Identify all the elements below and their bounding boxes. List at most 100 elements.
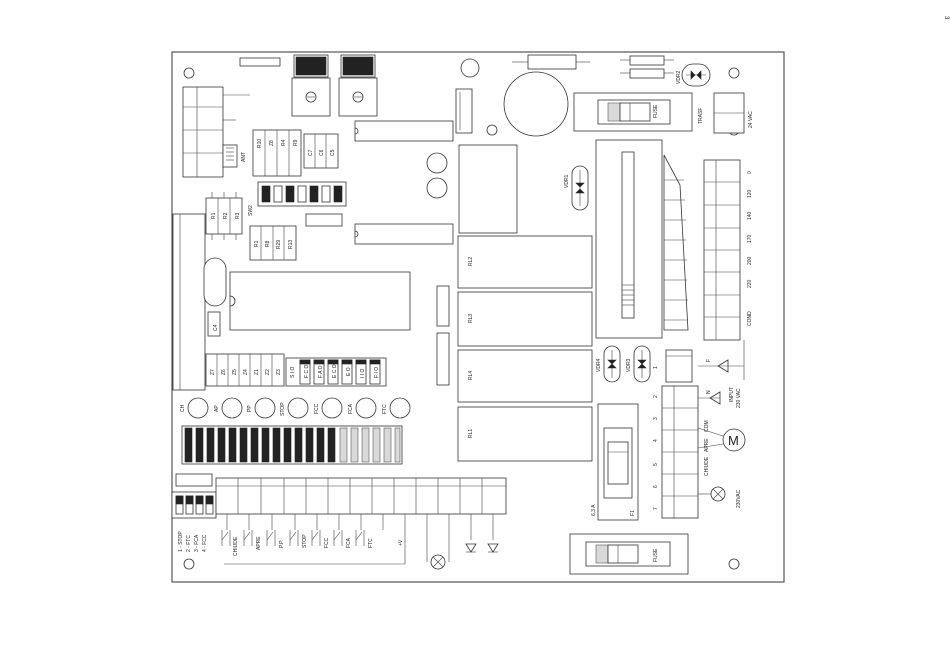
vdr3: VDR3 — [626, 345, 651, 383]
diode-label: F C O — [304, 365, 310, 378]
zener-label: Z4 — [243, 369, 249, 375]
tap-label: 170 — [747, 234, 753, 243]
zener-label: Z2 — [265, 369, 271, 375]
zener-label: Z7 — [210, 369, 216, 375]
capacitor-c4 — [207, 311, 221, 337]
output-arrow-icon — [465, 543, 477, 553]
page-number: 3 — [943, 16, 949, 20]
input-label: +V — [398, 539, 404, 546]
fuse-rating: 6,3 A — [591, 504, 597, 516]
component — [665, 349, 693, 383]
resistor-label: R3 — [235, 212, 241, 219]
resistor — [629, 68, 665, 79]
terminal-number: 2 — [653, 395, 659, 398]
vdr-label: VDR4 — [596, 358, 602, 372]
fuse-label: FUSE — [653, 104, 659, 118]
zener-label: Z6 — [221, 369, 227, 375]
resistor-label: R29 — [276, 240, 282, 249]
terminal-number: 1 — [653, 366, 659, 369]
zener-label: Z5 — [232, 369, 238, 375]
flashing-lamp-icon — [430, 554, 446, 570]
vdr-label: VDR2 — [676, 70, 682, 84]
tap-label: 220 — [747, 279, 753, 288]
resistor-label: R10 — [257, 139, 263, 148]
led-row: CH AP PP STOP FCC FCA FTC — [180, 397, 411, 419]
terminal-marker: F — [706, 359, 712, 362]
bottom-input-labels: CHIUDE APRE P.P. STOP FCC FCA FTC +V — [233, 534, 404, 556]
led-fcc — [321, 397, 343, 419]
led-fca — [355, 397, 377, 419]
motor-terminal-label: COM — [704, 420, 710, 432]
input-label: FTC — [368, 538, 374, 548]
resistor-label: R9 — [293, 139, 299, 146]
relay-rl4 — [457, 349, 593, 403]
capacitor-round — [426, 152, 448, 174]
relay-block — [458, 144, 518, 234]
capacitor-label: C4 — [213, 324, 219, 331]
fuse-label: FUSE — [653, 548, 659, 562]
led-label: FTC — [382, 404, 388, 414]
terminal-marker: N — [706, 390, 712, 394]
regulator-heatsink — [291, 77, 331, 117]
led-label: FCC — [314, 403, 320, 414]
led-label: AP — [214, 405, 220, 412]
dip-legend-item: 1 - STOP — [178, 531, 184, 552]
terminal-number: 3 — [653, 417, 659, 420]
led-label: CH — [180, 404, 186, 412]
crystal — [203, 257, 227, 307]
mounting-hole — [183, 67, 195, 79]
input-label: FCC — [324, 537, 330, 548]
led-stop — [287, 397, 309, 419]
capacitor-label: C6 — [319, 149, 325, 156]
input-label: FCA — [346, 537, 352, 548]
led-label: FCA — [348, 403, 354, 414]
switch-label: SW2 — [248, 205, 254, 216]
relay-label: RL2 — [468, 257, 474, 266]
input-voltage: 230 VAC — [736, 388, 742, 408]
terminal-number: 5 — [653, 463, 659, 466]
relay-rl2 — [457, 235, 593, 289]
zener-label: Z1 — [254, 369, 260, 375]
input-label: INPUT — [729, 387, 735, 402]
vdr2: VDR2 — [676, 63, 711, 87]
transformer-secondary-connector: TRASF 24 VAC — [698, 92, 754, 134]
diode-label: F A O — [318, 365, 324, 378]
input-label: CHIUDE — [233, 536, 239, 556]
diode-label: I I O — [360, 368, 366, 378]
tap-label: 200 — [747, 256, 753, 265]
diode-label: E C O — [332, 364, 338, 378]
zener-row: Z7 Z6 Z5 Z4 Z1 Z2 Z3 — [205, 353, 285, 387]
diode-label: E O — [346, 367, 352, 376]
vdr1: VDR1 — [564, 165, 589, 211]
transformer-main — [595, 139, 689, 339]
resistor-label: R8 — [265, 240, 271, 247]
motor-label: M — [728, 433, 739, 448]
led-ap — [221, 397, 243, 419]
mounting-hole — [728, 67, 740, 79]
tap-label: 120 — [747, 189, 753, 198]
input-label: APRE — [256, 536, 262, 550]
top-component — [239, 57, 281, 67]
relay-rl3 — [457, 291, 593, 347]
dip-switch[interactable] — [171, 491, 217, 519]
component — [305, 213, 343, 227]
dip-legend: 1 - STOP 2 - FTC 3 - FCA 4 - FCC — [178, 531, 208, 552]
transformer-tap-strip: 0 120 140 170 200 220 COND — [703, 159, 753, 341]
relay-rl1 — [457, 406, 593, 462]
mounting-hole — [460, 58, 480, 78]
trasf-label: TRASF — [698, 108, 704, 124]
terminal-number: 6 — [653, 485, 659, 488]
led-label: STOP — [280, 402, 286, 416]
component-strip — [436, 332, 450, 386]
resistor-label: R4 — [281, 139, 287, 146]
resistor-label: Z8 — [269, 140, 275, 146]
vdr4: VDR4 — [596, 345, 621, 383]
supply-24vac-label: 24 VAC — [748, 111, 754, 128]
diode-row: S I O F C O F A O E C O E O I I O F I O — [285, 357, 387, 387]
input-label: STOP — [302, 534, 308, 548]
motor-icon: M — [722, 428, 746, 452]
fuse-holder-top: FUSE — [573, 92, 693, 132]
capacitor-label: C5 — [330, 149, 336, 156]
dip-switch-sw2 — [257, 181, 347, 207]
